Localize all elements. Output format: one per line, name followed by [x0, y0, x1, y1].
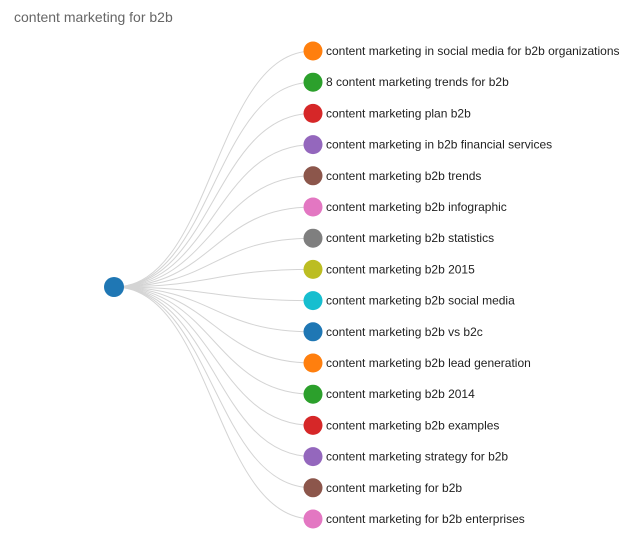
- tree-link: [113, 286, 314, 395]
- child-node[interactable]: content marketing b2b 2015: [303, 259, 476, 279]
- tree-link: [113, 286, 314, 458]
- node-circle[interactable]: [303, 197, 323, 217]
- tree-link: [113, 268, 314, 288]
- node-label[interactable]: content marketing strategy for b2b: [326, 450, 508, 464]
- tree-link: [113, 286, 314, 364]
- node-label[interactable]: content marketing for b2b enterprises: [326, 512, 525, 526]
- node-label[interactable]: 8 content marketing trends for b2b: [326, 75, 509, 89]
- nodes: content marketing in social media for b2…: [104, 41, 620, 529]
- node-label[interactable]: content marketing b2b statistics: [326, 231, 494, 245]
- tree-link: [113, 206, 314, 288]
- links: [113, 50, 314, 520]
- node-circle[interactable]: [303, 135, 323, 155]
- tree-link: [113, 286, 314, 333]
- child-node[interactable]: content marketing in b2b financial servi…: [303, 135, 553, 155]
- node-label[interactable]: content marketing in b2b financial servi…: [326, 138, 552, 152]
- node-circle[interactable]: [303, 509, 323, 529]
- node-circle[interactable]: [303, 322, 323, 342]
- diagram-title: content marketing for b2b: [14, 9, 173, 25]
- node-label[interactable]: content marketing in social media for b2…: [326, 44, 620, 58]
- tree-link: [113, 144, 314, 288]
- node-label[interactable]: content marketing b2b lead generation: [326, 356, 531, 370]
- node-circle[interactable]: [303, 41, 323, 61]
- child-node[interactable]: content marketing b2b lead generation: [303, 353, 531, 373]
- node-circle[interactable]: [303, 447, 323, 467]
- node-circle[interactable]: [303, 353, 323, 373]
- child-node[interactable]: content marketing b2b examples: [303, 415, 500, 435]
- node-circle[interactable]: [303, 228, 323, 248]
- tree-link: [113, 50, 314, 288]
- node-circle[interactable]: [303, 72, 323, 92]
- tree-link: [113, 286, 314, 302]
- node-label[interactable]: content marketing for b2b: [326, 481, 462, 495]
- child-node[interactable]: content marketing b2b vs b2c: [303, 322, 483, 342]
- node-circle[interactable]: [303, 166, 323, 186]
- tree-link: [113, 81, 314, 288]
- child-node[interactable]: content marketing b2b social media: [303, 291, 516, 311]
- child-node[interactable]: content marketing b2b infographic: [303, 197, 507, 217]
- tree-link: [113, 112, 314, 288]
- node-circle[interactable]: [303, 103, 323, 123]
- child-node[interactable]: 8 content marketing trends for b2b: [303, 72, 510, 92]
- node-label[interactable]: content marketing b2b 2015: [326, 262, 475, 276]
- node-circle[interactable]: [303, 291, 323, 311]
- tree-link: [113, 286, 314, 520]
- child-node[interactable]: content marketing strategy for b2b: [303, 447, 509, 467]
- tree-link: [113, 175, 314, 288]
- tree-link: [113, 286, 314, 426]
- child-node[interactable]: content marketing b2b statistics: [303, 228, 495, 248]
- tree-link: [113, 237, 314, 288]
- node-circle[interactable]: [303, 259, 323, 279]
- node-circle[interactable]: [303, 478, 323, 498]
- child-node[interactable]: content marketing for b2b: [303, 478, 463, 498]
- node-label[interactable]: content marketing b2b 2014: [326, 387, 475, 401]
- child-node[interactable]: content marketing b2b trends: [303, 166, 482, 186]
- child-node[interactable]: content marketing plan b2b: [303, 103, 472, 123]
- tree-link: [113, 286, 314, 489]
- node-label[interactable]: content marketing plan b2b: [326, 106, 471, 120]
- node-circle[interactable]: [303, 384, 323, 404]
- node-circle[interactable]: [303, 415, 323, 435]
- child-node[interactable]: content marketing b2b 2014: [303, 384, 476, 404]
- root-node[interactable]: [104, 277, 124, 297]
- child-node[interactable]: content marketing for b2b enterprises: [303, 509, 525, 529]
- node-label[interactable]: content marketing b2b social media: [326, 294, 515, 308]
- child-node[interactable]: content marketing in social media for b2…: [303, 41, 620, 61]
- node-label[interactable]: content marketing b2b trends: [326, 169, 481, 183]
- node-label[interactable]: content marketing b2b examples: [326, 418, 499, 432]
- node-label[interactable]: content marketing b2b infographic: [326, 200, 507, 214]
- node-label[interactable]: content marketing b2b vs b2c: [326, 325, 483, 339]
